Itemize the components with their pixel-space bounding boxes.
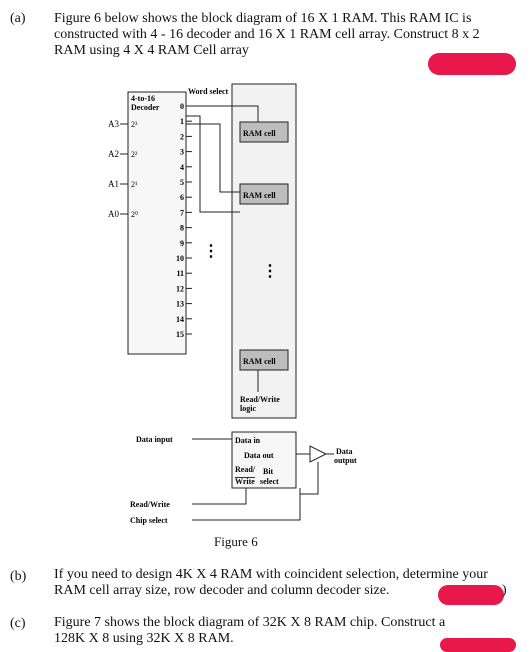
chip-select-label: Chip select (130, 516, 168, 525)
rw-logic-1: Read/Write (240, 395, 280, 404)
input-a0: A0 (108, 209, 119, 219)
decoder-output-3: 3 (180, 148, 184, 157)
question-c-text: Figure 7 shows the block diagram of 32K … (54, 615, 514, 647)
rw-logic-2: logic (240, 404, 256, 413)
pin-2-3: 2³ (131, 120, 138, 129)
decoder-title-2: Decoder (131, 103, 160, 112)
decoder-output-6: 6 (180, 193, 184, 202)
data-io-block (231, 431, 297, 489)
question-b-label: (b) (10, 569, 27, 584)
data-output-2: output (334, 456, 357, 465)
question-c-line-1: Figure 7 shows the block diagram of 32K … (54, 615, 446, 630)
redaction-marks-a (428, 53, 516, 75)
control-lines (192, 462, 319, 521)
decoder-output-9: 9 (180, 239, 184, 248)
question-a-label: (a) (10, 11, 26, 26)
decoder-output-7: 7 (180, 208, 184, 217)
input-a3: A3 (108, 119, 119, 129)
pin-2-1: 2¹ (131, 180, 138, 189)
decoder-output-5: 5 (180, 178, 184, 187)
decoder-block (127, 91, 187, 355)
data-in-label: Data in (235, 436, 261, 445)
decoder-output-12: 12 (176, 284, 184, 293)
question-b-line-2: RAM cell array size, row decoder and col… (54, 583, 514, 599)
decoder-output-1: 1 (180, 117, 184, 126)
write-label: Write (235, 477, 255, 486)
data-output-1: Data (336, 447, 352, 456)
ram-cell-16-label: RAM cell (243, 357, 276, 366)
decoder-output-2: 2 (180, 132, 184, 141)
question-c-label: (c) (10, 616, 26, 631)
ram-cell-2-label: RAM cell (243, 191, 276, 200)
rw-signal-label: Read/Write (130, 500, 170, 509)
read-label: Read/ (235, 465, 256, 474)
ram-cell-1-label: RAM cell (243, 129, 276, 138)
decoder-output-10: 10 (176, 254, 184, 263)
data-out-label: Data out (244, 451, 274, 460)
ellipsis-decoder: ⋮ (203, 243, 219, 260)
question-a-line-3: RAM using 4 X 4 RAM Cell array (54, 43, 249, 58)
decoder-output-11: 11 (176, 269, 184, 278)
ram-cell-16 (239, 349, 289, 371)
decoder-output-4: 4 (180, 163, 184, 172)
bit-label: Bit (263, 467, 274, 476)
question-a-text: Figure 6 below shows the block diagram o… (54, 11, 514, 59)
question-b-marks-tail: ) (502, 583, 507, 598)
question-c-line-2: 128K X 8 using 32K X 8 RAM. (54, 631, 234, 646)
pin-2-2: 2² (131, 150, 138, 159)
ellipsis-cells: ⋮ (262, 263, 278, 280)
ram-cell-2 (239, 183, 289, 205)
question-a-line-2: constructed with 4 - 16 decoder and 16 X… (54, 27, 480, 42)
redaction-marks-c (440, 638, 516, 652)
figure-caption: Figure 6 (214, 534, 258, 549)
input-a1: A1 (108, 179, 119, 189)
decoder-output-15: 15 (176, 330, 184, 339)
data-input-label: Data input (136, 435, 173, 444)
decoder-output-8: 8 (180, 224, 184, 233)
select-label: select (260, 477, 279, 486)
decoder-title-1: 4-to-16 (131, 94, 155, 103)
question-b-line-1: If you need to design 4K X 4 RAM with co… (54, 567, 488, 582)
input-a2: A2 (108, 149, 119, 159)
address-inputs: A3 A2 A1 A0 2³ 2² 2¹ 2⁰ (108, 119, 138, 219)
ram-block-diagram: 4-to-16 Decoder Word select A3 A2 A1 A0 … (108, 83, 357, 525)
question-b-line-2-text: RAM cell array size, row decoder and col… (54, 583, 390, 598)
question-b-text: If you need to design 4K X 4 RAM with co… (54, 567, 514, 599)
pin-2-0: 2⁰ (131, 210, 138, 219)
word-select-label: Word select (188, 87, 229, 96)
decoder-output-13: 13 (176, 300, 184, 309)
ram-cell-1 (239, 121, 289, 143)
output-buffer (309, 445, 328, 463)
redaction-marks-b (438, 585, 504, 605)
question-a-line-1: Figure 6 below shows the block diagram o… (54, 11, 472, 26)
decoder-output-0: 0 (180, 102, 184, 111)
decoder-output-14: 14 (176, 315, 184, 324)
